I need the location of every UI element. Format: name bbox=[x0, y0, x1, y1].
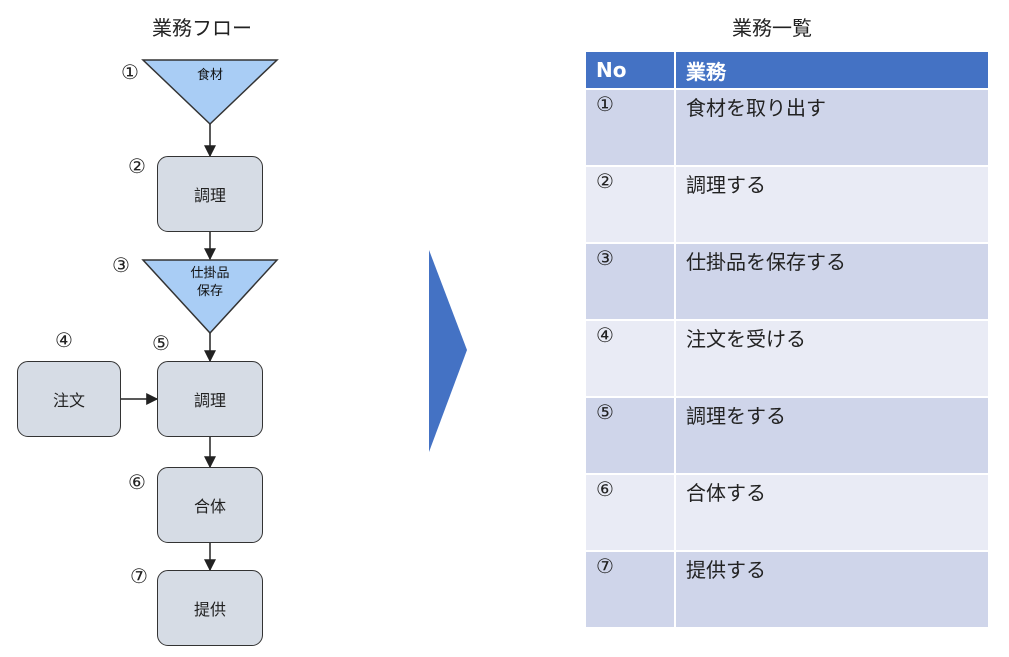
node-3-number: ③ bbox=[112, 253, 130, 277]
order-box-label: 注文 bbox=[52, 391, 85, 410]
task-list-header: No 業務 bbox=[586, 52, 990, 88]
combine-box-label: 合体 bbox=[193, 497, 226, 516]
row-task: 食材を取り出す bbox=[676, 88, 990, 165]
cook-box-2: 調理 bbox=[157, 361, 263, 437]
flow-title: 業務フロー bbox=[152, 16, 252, 40]
list-title: 業務一覧 bbox=[732, 16, 812, 40]
table-row: ⑤ 調理をする bbox=[586, 396, 990, 473]
transition-arrow bbox=[429, 250, 467, 452]
row-task: 仕掛品を保存する bbox=[676, 242, 990, 319]
row-no: ② bbox=[586, 165, 676, 242]
cook-box-1: 調理 bbox=[157, 156, 263, 232]
table-row: ③ 仕掛品を保存する bbox=[586, 242, 990, 319]
row-no: ⑤ bbox=[586, 396, 676, 473]
table-row: ④ 注文を受ける bbox=[586, 319, 990, 396]
material-triangle bbox=[141, 59, 279, 126]
node-5-number: ⑤ bbox=[152, 331, 170, 355]
order-box: 注文 bbox=[17, 361, 121, 437]
cook-box-1-label: 調理 bbox=[193, 186, 226, 205]
material-label-line: 食材 bbox=[196, 68, 223, 83]
node-6-number: ⑥ bbox=[128, 470, 146, 494]
material-label: 食材 bbox=[170, 67, 250, 85]
table-row: ① 食材を取り出す bbox=[586, 88, 990, 165]
node-7-number: ⑦ bbox=[130, 564, 148, 588]
serve-box-label: 提供 bbox=[193, 600, 226, 619]
wip-storage-label: 仕掛品 保存 bbox=[170, 265, 250, 301]
header-task: 業務 bbox=[676, 52, 990, 88]
row-no: ① bbox=[586, 88, 676, 165]
node-1-number: ① bbox=[121, 60, 139, 84]
row-task: 調理をする bbox=[676, 396, 990, 473]
row-no: ③ bbox=[586, 242, 676, 319]
row-no: ⑥ bbox=[586, 473, 676, 550]
table-row: ② 調理する bbox=[586, 165, 990, 242]
row-no: ⑦ bbox=[586, 550, 676, 627]
node-4-number: ④ bbox=[55, 328, 73, 352]
row-task: 提供する bbox=[676, 550, 990, 627]
row-task: 合体する bbox=[676, 473, 990, 550]
cook-box-2-label: 調理 bbox=[193, 391, 226, 410]
serve-box: 提供 bbox=[157, 570, 263, 646]
row-task: 注文を受ける bbox=[676, 319, 990, 396]
row-task: 調理する bbox=[676, 165, 990, 242]
combine-box: 合体 bbox=[157, 467, 263, 543]
row-no: ④ bbox=[586, 319, 676, 396]
wip-storage-label-line-2: 保存 bbox=[196, 284, 223, 299]
node-2-number: ② bbox=[128, 154, 146, 178]
task-list-table: No 業務 ① 食材を取り出す ② 調理する ③ 仕掛品を保存する ④ 注文を受… bbox=[586, 52, 990, 627]
wip-storage-label-line-1: 仕掛品 bbox=[190, 266, 230, 281]
header-no: No bbox=[586, 52, 676, 88]
table-row: ⑦ 提供する bbox=[586, 550, 990, 627]
table-row: ⑥ 合体する bbox=[586, 473, 990, 550]
